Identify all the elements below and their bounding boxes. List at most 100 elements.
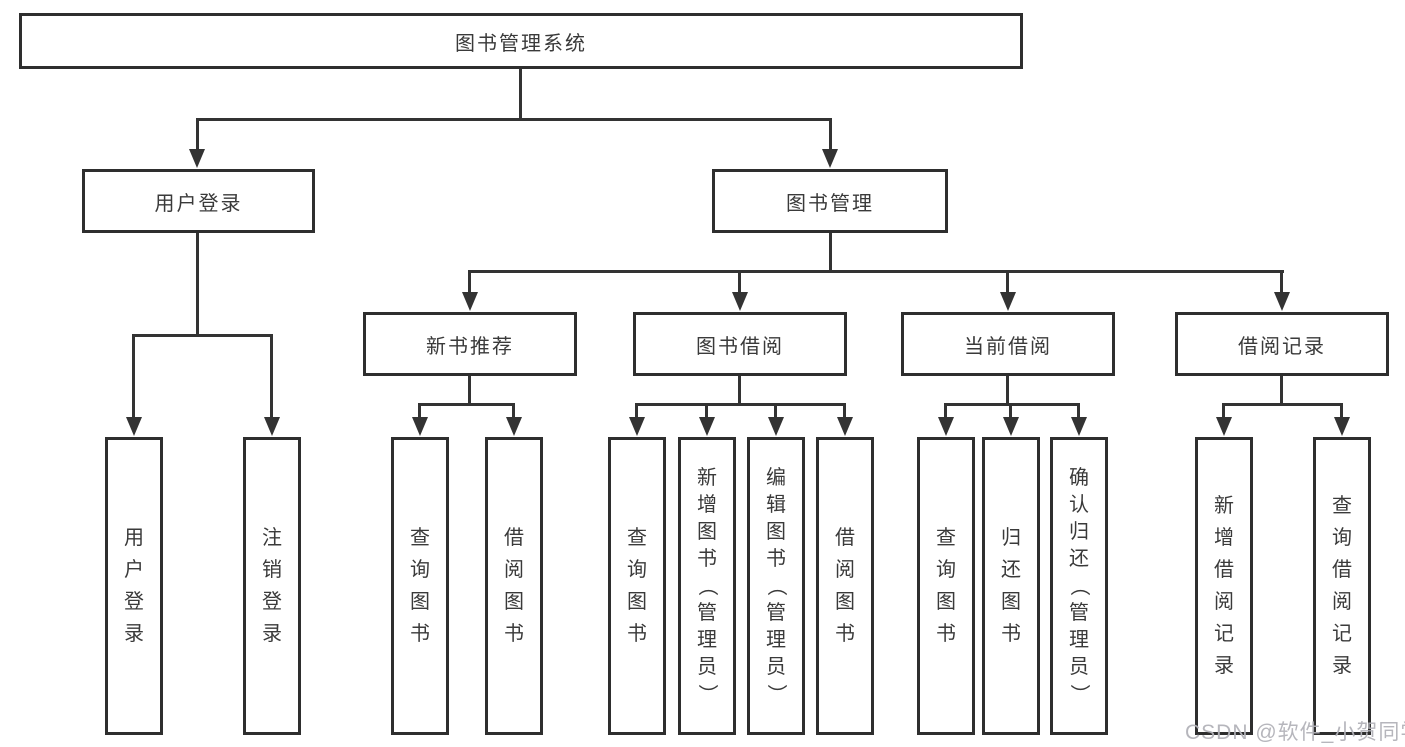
leaf-label-char: 书 — [697, 548, 717, 570]
leaf-label-char: ） — [696, 684, 718, 704]
leaf-label-char: 图 — [835, 591, 855, 613]
leaf-label-char: 户 — [124, 559, 144, 581]
leaf-label-char: 录 — [262, 623, 282, 645]
leaf-borrow-books: 借阅图书 — [816, 437, 874, 735]
arrowhead-icon — [768, 417, 784, 436]
leaf-label-char: （ — [696, 576, 718, 596]
arrowhead-icon — [938, 417, 954, 436]
node-label: 新书推荐 — [426, 335, 514, 358]
connector-line — [1222, 403, 1343, 406]
connector-line — [1009, 405, 1012, 418]
node-current-borrowing: 当前借阅 — [901, 312, 1115, 376]
leaf-label-char: ） — [1068, 684, 1090, 704]
arrowhead-icon — [264, 417, 280, 436]
root-node-library-system: 图书管理系统 — [19, 13, 1023, 69]
node-book-management: 图书管理 — [712, 169, 948, 233]
leaf-label-char: 询 — [627, 559, 647, 581]
connector-line — [635, 403, 846, 406]
leaf-label-char: 录 — [1214, 655, 1234, 677]
leaf-label-char: 辑 — [766, 494, 786, 516]
leaf-label-char: 书 — [410, 623, 430, 645]
leaf-label: 用户登录 — [108, 440, 160, 732]
leaf-label-char: 借 — [504, 527, 524, 549]
connector-line — [468, 272, 471, 293]
leaf-label-char: （ — [1068, 576, 1090, 596]
leaf-label-char: 查 — [627, 527, 647, 549]
leaf-label-char: 询 — [936, 559, 956, 581]
leaf-label-char: 书 — [504, 623, 524, 645]
connector-line — [270, 336, 273, 418]
leaf-label: 借阅图书 — [819, 440, 871, 732]
connector-line — [843, 405, 846, 418]
leaf-label-char: 录 — [124, 623, 144, 645]
leaf-label-char: 图 — [504, 591, 524, 613]
leaf-label: 归还图书 — [985, 440, 1037, 732]
leaf-label-char: 用 — [124, 527, 144, 549]
connector-line — [829, 120, 832, 150]
arrowhead-icon — [822, 149, 838, 168]
connector-line — [196, 120, 199, 150]
arrowhead-icon — [506, 417, 522, 436]
connector-line — [468, 376, 471, 405]
leaf-label-char: 借 — [1332, 559, 1352, 581]
leaf-query-books-recommend: 查询图书 — [391, 437, 449, 735]
arrowhead-icon — [1216, 417, 1232, 436]
leaf-label-char: 书 — [835, 623, 855, 645]
leaf-label-char: 询 — [410, 559, 430, 581]
leaf-label-char: 理 — [766, 629, 786, 651]
leaf-user-login: 用户登录 — [105, 437, 163, 735]
leaf-label-char: 询 — [1332, 527, 1352, 549]
leaf-label-char: 阅 — [835, 559, 855, 581]
node-label: 用户登录 — [154, 192, 243, 215]
arrowhead-icon — [629, 417, 645, 436]
leaf-label-char: 借 — [835, 527, 855, 549]
node-new-book-recommend: 新书推荐 — [363, 312, 577, 376]
leaf-label-char: 录 — [1332, 655, 1352, 677]
leaf-label-char: 理 — [1069, 629, 1089, 651]
leaf-label-char: 员 — [766, 656, 786, 678]
leaf-borrow-books-recommend: 借阅图书 — [485, 437, 543, 735]
connector-line — [468, 270, 1284, 273]
node-label: 当前借阅 — [964, 335, 1052, 358]
leaf-label-char: 书 — [1001, 623, 1021, 645]
node-label: 图书借阅 — [696, 335, 784, 358]
connector-line — [196, 233, 199, 336]
leaf-label-char: 管 — [766, 602, 786, 624]
connector-line — [418, 405, 421, 418]
leaf-label-char: 还 — [1069, 548, 1089, 570]
leaf-label-char: 图 — [1001, 591, 1021, 613]
leaf-label-char: 销 — [262, 559, 282, 581]
leaf-label-char: 确 — [1069, 467, 1089, 489]
leaf-query-borrow-record: 查询借阅记录 — [1313, 437, 1371, 735]
connector-line — [1222, 405, 1225, 418]
arrowhead-icon — [126, 417, 142, 436]
connector-line — [132, 334, 273, 337]
connector-line — [1006, 272, 1009, 293]
node-label: 借阅记录 — [1238, 335, 1326, 358]
leaf-label-char: 增 — [697, 494, 717, 516]
leaf-label: 查询图书 — [394, 440, 446, 732]
node-book-borrowing: 图书借阅 — [633, 312, 847, 376]
leaf-label-char: 借 — [1214, 559, 1234, 581]
leaf-label-char: 书 — [766, 548, 786, 570]
leaf-label-char: 增 — [1214, 527, 1234, 549]
node-user-login: 用户登录 — [82, 169, 315, 233]
leaf-label-char: 编 — [766, 467, 786, 489]
root-node-label: 图书管理系统 — [455, 32, 587, 55]
connector-line — [738, 376, 741, 405]
arrowhead-icon — [1274, 292, 1290, 311]
leaf-label-char: 新 — [1214, 495, 1234, 517]
arrowhead-icon — [732, 292, 748, 311]
leaf-label-char: 归 — [1001, 527, 1021, 549]
leaf-logout: 注销登录 — [243, 437, 301, 735]
leaf-label: 编辑图书（管理员） — [750, 440, 802, 732]
connector-line — [774, 405, 777, 418]
leaf-label-char: （ — [765, 576, 787, 596]
connector-line — [1340, 405, 1343, 418]
connector-line — [1006, 376, 1009, 405]
leaf-label: 借阅图书 — [488, 440, 540, 732]
leaf-label-char: 记 — [1214, 623, 1234, 645]
leaf-label-char: 查 — [410, 527, 430, 549]
leaf-label-char: 图 — [410, 591, 430, 613]
